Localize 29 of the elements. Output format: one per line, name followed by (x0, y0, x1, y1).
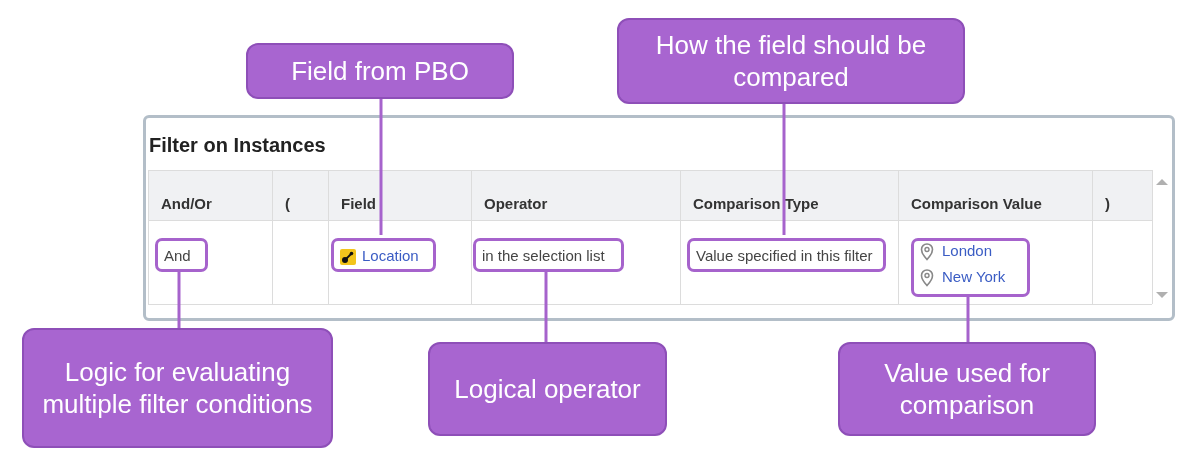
cell-text: Value specified in this filter (696, 247, 873, 264)
callout-box: How the field should be compared (617, 18, 965, 104)
leader-line (966, 294, 970, 342)
column-header: Comparison Type (693, 195, 819, 212)
leader-line (544, 269, 548, 342)
highlight-box (331, 238, 436, 272)
value-link: London (942, 242, 993, 259)
value-link: New York (942, 268, 1006, 285)
cell-text: in the selection list (482, 247, 605, 264)
column-header: Field (341, 195, 376, 212)
leader-line (782, 104, 786, 235)
highlight-box (911, 238, 1030, 297)
panel-heading: Filter on Instances (149, 134, 326, 157)
callout-box: Logic for evaluating multiple filter conditions (22, 328, 333, 448)
leader-line (177, 269, 181, 328)
highlight-box (473, 238, 624, 272)
highlight-box (155, 238, 208, 272)
column-header: ( (285, 195, 290, 212)
cell-text: And (164, 247, 191, 264)
callout-box: Field from PBO (246, 43, 514, 99)
highlight-box (687, 238, 886, 272)
callout-box: Logical operator (428, 342, 667, 436)
value-link: Location (362, 247, 419, 264)
leader-line (379, 99, 383, 235)
callout-box: Value used for comparison (838, 342, 1096, 436)
column-header: Comparison Value (911, 195, 1042, 212)
column-header: Operator (484, 195, 548, 212)
column-header: And/Or (161, 195, 212, 212)
column-header: ) (1105, 195, 1110, 212)
